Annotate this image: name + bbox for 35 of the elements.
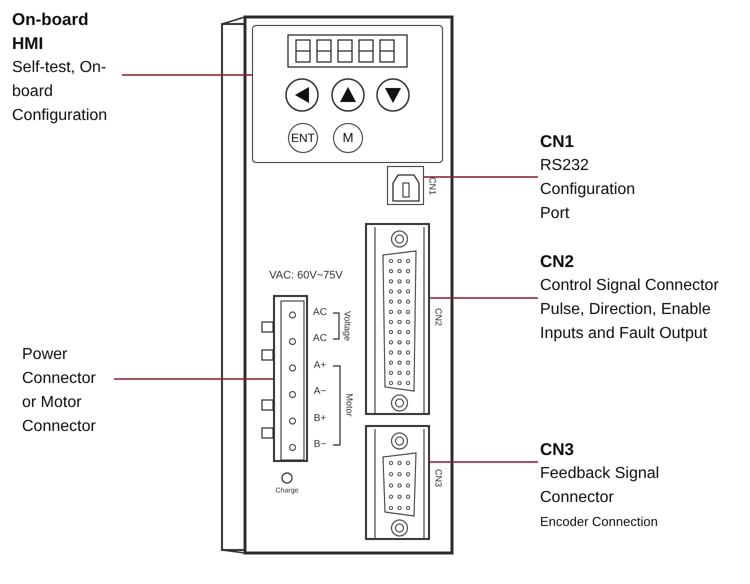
callout-heading: CN3 xyxy=(540,439,576,461)
callout-text: Feedback Signal Connector xyxy=(540,464,660,508)
hmi-panel xyxy=(252,25,443,163)
leader-line xyxy=(430,297,538,299)
leader-line xyxy=(114,378,273,380)
voltage-label: VAC: 60V~75V xyxy=(269,270,343,282)
pin-label: B+ xyxy=(314,414,326,424)
pin-label: A+ xyxy=(314,361,326,371)
callout-text: Power Connector or Motor Connector xyxy=(22,345,97,437)
callout-heading: CN1 xyxy=(540,131,576,153)
d-sub-connector xyxy=(365,223,430,415)
leader-line xyxy=(122,74,252,76)
leader-line xyxy=(430,461,538,463)
callout-text: Self-test, On-board Configuration xyxy=(12,58,108,126)
pin-label: B− xyxy=(314,440,326,450)
pin-label: AC xyxy=(313,308,327,318)
pin-label: AC xyxy=(313,334,327,344)
d-sub-connector xyxy=(365,425,430,540)
key-label: ENT xyxy=(288,123,318,153)
leader-line xyxy=(424,176,538,178)
port-label: CN2 xyxy=(434,308,442,326)
key-label: M xyxy=(333,123,363,153)
callout-text: RS232 Configuration Port xyxy=(540,156,636,224)
callout-heading: CN2 xyxy=(540,251,576,273)
callout-heading: On-board HMI xyxy=(12,9,90,55)
callout-text: Encoder Connection xyxy=(540,513,659,531)
port-label: CN1 xyxy=(428,177,436,195)
callout-text: Control Signal Connector xyxy=(540,276,720,296)
pin-label: A− xyxy=(314,387,326,397)
usb-port xyxy=(387,166,424,205)
callout-text: Pulse, Direction, Enable Inputs and Fault Output xyxy=(540,300,712,344)
group-label: Motor xyxy=(344,394,354,416)
terminal-block xyxy=(273,295,308,462)
port-label: CN3 xyxy=(434,469,442,487)
group-label: Voltage xyxy=(342,310,352,342)
